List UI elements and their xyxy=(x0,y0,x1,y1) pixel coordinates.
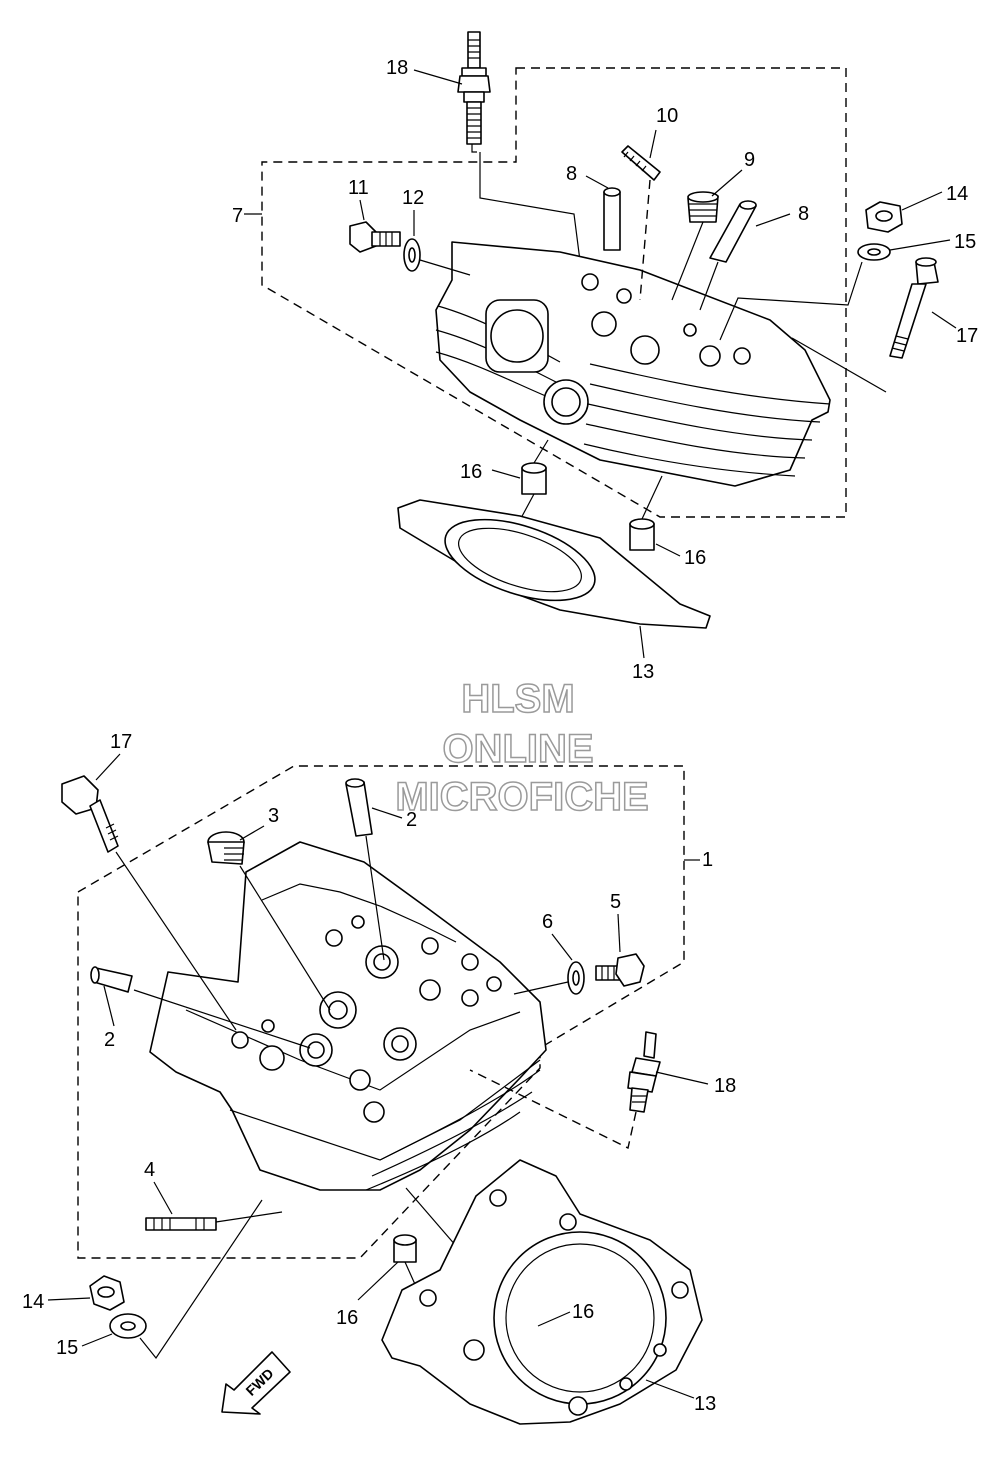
callout-13-lower: 13 xyxy=(694,1393,716,1415)
callout-18-lower: 18 xyxy=(714,1075,736,1097)
valve-guide-2-left[interactable] xyxy=(90,966,133,993)
callout-9: 9 xyxy=(744,149,755,171)
lower-assembly: FWD xyxy=(61,765,703,1425)
callout-10: 10 xyxy=(656,105,678,127)
callout-8-right: 8 xyxy=(798,203,809,225)
flange-nut-14-upper[interactable] xyxy=(865,201,903,233)
callout-14-lower: 14 xyxy=(22,1291,44,1313)
callout-16-upper-b: 16 xyxy=(684,547,706,569)
watermark: HLSM ONLINE MICROFICHE xyxy=(395,676,650,820)
bolt-11[interactable] xyxy=(349,221,401,253)
callout-3: 3 xyxy=(268,805,279,827)
valve-guide-8-right[interactable] xyxy=(709,200,757,263)
dowel-16-lower-a[interactable] xyxy=(393,1234,417,1263)
callout-1: 1 xyxy=(702,849,713,871)
flange-nut-14-lower[interactable] xyxy=(89,1275,125,1311)
assembly-1-boundary xyxy=(77,765,685,1259)
callout-11: 11 xyxy=(348,177,369,199)
washer-12[interactable] xyxy=(403,238,421,272)
callout-8-left: 8 xyxy=(566,163,577,185)
bolt-5[interactable] xyxy=(595,953,645,987)
stud-10[interactable] xyxy=(621,145,661,181)
dowel-16-upper-b[interactable] xyxy=(629,518,655,551)
callout-6: 6 xyxy=(542,911,553,933)
callout-17-upper: 17 xyxy=(956,325,978,347)
assembly-7-boundary xyxy=(261,67,847,518)
stud-4[interactable] xyxy=(145,1217,217,1231)
callout-2-left: 2 xyxy=(104,1029,115,1051)
head-gasket-13-upper[interactable] xyxy=(397,499,711,629)
valve-guide-2-top[interactable] xyxy=(345,778,373,837)
spark-plug-lower[interactable] xyxy=(627,1031,661,1113)
callout-18-top: 18 xyxy=(386,57,408,79)
callout-12: 12 xyxy=(402,187,424,209)
callout-13-upper: 13 xyxy=(632,661,654,683)
callout-5: 5 xyxy=(610,891,621,913)
dowel-16-upper-a[interactable] xyxy=(521,462,547,495)
head-gasket-13-lower[interactable] xyxy=(381,1159,703,1425)
spark-plug-top[interactable] xyxy=(457,31,491,153)
bolt-17-lower[interactable] xyxy=(61,775,119,853)
callout-leaders xyxy=(47,69,957,1399)
rear-cylinder-head xyxy=(435,241,831,487)
watermark-line-2: ONLINE xyxy=(442,727,593,771)
plug-3[interactable] xyxy=(207,831,245,865)
callout-15-lower: 15 xyxy=(56,1337,78,1359)
callout-16-lower-b: 16 xyxy=(572,1301,594,1323)
upper-assembly xyxy=(261,31,939,629)
valve-guide-8-left[interactable] xyxy=(603,187,621,251)
callout-15-upper: 15 xyxy=(954,231,976,253)
callout-7: 7 xyxy=(232,205,243,227)
callout-4: 4 xyxy=(144,1159,155,1181)
washer-6[interactable] xyxy=(567,961,585,995)
callout-16-upper-a: 16 xyxy=(460,461,482,483)
callout-16-lower-a: 16 xyxy=(336,1307,358,1329)
washer-15-lower[interactable] xyxy=(109,1313,147,1339)
callout-numbers: 18 10 9 8 8 11 12 7 14 15 17 16 16 13 17… xyxy=(22,57,978,1415)
bolt-17-upper[interactable] xyxy=(889,257,939,359)
callout-14-upper: 14 xyxy=(946,183,968,205)
watermark-line-1: HLSM xyxy=(461,677,574,721)
front-cylinder-head xyxy=(149,841,547,1191)
callout-2-top: 2 xyxy=(406,809,417,831)
watermark-line-3: MICROFICHE xyxy=(395,775,648,819)
forward-arrow-icon: FWD xyxy=(221,1351,291,1415)
washer-15-upper[interactable] xyxy=(857,243,891,261)
callout-17-lower: 17 xyxy=(110,731,132,753)
plug-9[interactable] xyxy=(687,191,719,223)
